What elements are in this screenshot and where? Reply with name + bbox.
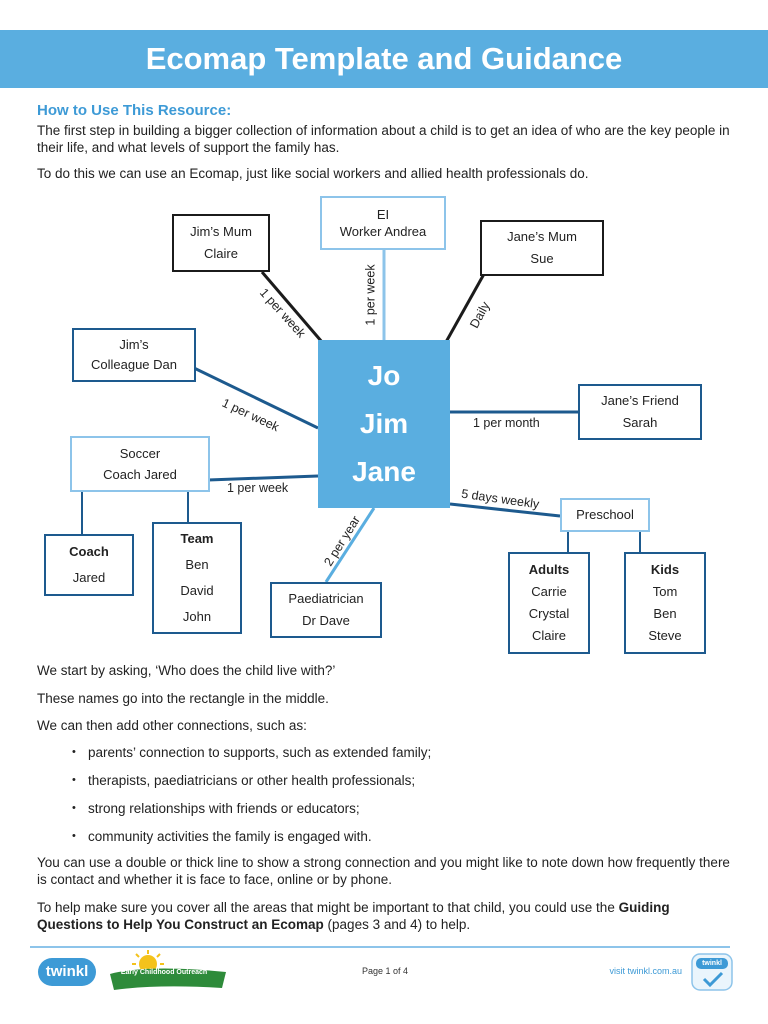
node-preschool-label: Preschool	[576, 507, 634, 522]
node-janes-friend-line2: Sarah	[622, 415, 658, 430]
node-kids-name-1: Tom	[652, 584, 678, 599]
connector-preschool	[449, 502, 561, 518]
node-adults-name-1: Carrie	[531, 584, 567, 599]
body-paragraph-5: To help make sure you cover all the area…	[37, 899, 737, 933]
body-paragraph-1: We start by asking, ‘Who does the child …	[37, 663, 336, 678]
node-ei-worker-line1: EI	[376, 207, 390, 222]
body-paragraph-5-end: (pages 3 and 4) to help.	[323, 917, 471, 932]
quality-badge-text: twinkl	[702, 960, 722, 967]
node-preschool: Preschool	[560, 498, 650, 532]
connector-jims-mum	[260, 271, 324, 343]
node-ei-worker: EI Worker Andrea	[320, 196, 446, 250]
list-item: strong relationships with friends or edu…	[70, 800, 730, 828]
center-name-3: Jane	[352, 456, 416, 487]
node-team-heading: Team	[180, 531, 214, 546]
footer-divider	[30, 946, 730, 948]
node-coach-name: Jared	[72, 570, 106, 585]
connector-soccer-coach	[207, 474, 319, 482]
node-jims-mum-line2: Claire	[204, 246, 238, 261]
body-paragraph-4: You can use a double or thick line to sh…	[37, 855, 730, 887]
node-kids-heading: Kids	[650, 562, 680, 577]
list-item: therapists, paediatricians or other heal…	[70, 772, 730, 800]
list-item: community activities the family is engag…	[70, 828, 730, 856]
label-soccer-coach-frequency: 1 per week	[227, 481, 289, 495]
twinkl-logo: twinkl	[38, 958, 96, 986]
node-team-name-3: John	[182, 609, 212, 624]
title-banner: Ecomap Template and Guidance	[0, 30, 768, 88]
connector-janes-mum	[444, 273, 486, 343]
website-link[interactable]: visit twinkl.com.au	[609, 966, 682, 976]
center-name-2: Jim	[359, 408, 409, 439]
body-paragraph-3: We can then add other connections, such …	[37, 718, 307, 733]
node-janes-mum-line2: Sue	[530, 251, 554, 266]
quality-badge-icon: twinkl	[690, 952, 734, 992]
list-item: parents’ connection to supports, such as…	[70, 744, 730, 772]
node-adults-name-2: Crystal	[528, 606, 570, 621]
node-soccer-coach: Soccer Coach Jared	[70, 436, 210, 492]
page-number: Page 1 of 4	[361, 966, 409, 976]
connector-paediatrician	[324, 507, 376, 583]
ecomap-connectors	[81, 250, 641, 583]
node-team-name-2: David	[180, 583, 214, 598]
node-team: Team Ben David John	[152, 522, 242, 634]
node-team-name-1: Ben	[185, 557, 209, 572]
node-jims-mum-line1: Jim’s Mum	[190, 224, 252, 239]
node-jims-colleague-line1: Jim’s	[119, 337, 149, 352]
label-ei-worker-frequency: 1 per week	[363, 264, 378, 326]
node-adults: Adults Carrie Crystal Claire	[508, 552, 590, 654]
node-jims-mum: Jim’s Mum Claire	[172, 214, 270, 272]
body-paragraph-2: These names go into the rectangle in the…	[37, 691, 329, 706]
early-childhood-outreach-logo	[110, 950, 226, 990]
connection-list: parents’ connection to supports, such as…	[70, 744, 730, 856]
quality-badge-shape	[691, 953, 733, 991]
section-heading: How to Use This Resource:	[37, 102, 232, 119]
node-paediatrician-line2: Dr Dave	[302, 613, 350, 628]
node-janes-mum: Jane’s Mum Sue	[480, 220, 604, 276]
node-paediatrician: Paediatrician Dr Dave	[270, 582, 382, 638]
node-paediatrician-line1: Paediatrician	[288, 591, 364, 606]
ecomap-diagram: Jim’s Mum Claire EI Worker Andrea Jane’s…	[0, 190, 768, 660]
intro-paragraph-1: The first step in building a bigger coll…	[37, 123, 730, 155]
intro-paragraph-2: To do this we can use an Ecomap, just li…	[37, 166, 589, 181]
node-kids-name-2: Ben	[653, 606, 677, 621]
node-ei-worker-line2: Worker Andrea	[339, 224, 427, 239]
body-paragraph-5-start: To help make sure you cover all the area…	[37, 900, 619, 915]
node-soccer-coach-line1: Soccer	[119, 446, 161, 461]
node-janes-friend-line1: Jane’s Friend	[601, 393, 679, 408]
node-jims-colleague-line2: Colleague Dan	[90, 357, 177, 372]
node-kids: Kids Tom Ben Steve	[624, 552, 706, 654]
node-jims-colleague: Jim’s Colleague Dan	[72, 328, 196, 382]
node-adults-name-3: Claire	[532, 628, 566, 643]
node-coach: Coach Jared	[44, 534, 134, 596]
center-household-box: Jo Jim Jane	[318, 340, 450, 508]
page-title: Ecomap Template and Guidance	[145, 41, 623, 76]
connector-jims-colleague	[193, 366, 319, 430]
eco-logo-text: Early Childhood Outreach	[120, 969, 208, 976]
node-janes-mum-line1: Jane’s Mum	[507, 229, 577, 244]
center-name-1: Jo	[367, 360, 401, 391]
label-janes-friend-frequency: 1 per month	[473, 416, 540, 430]
node-adults-heading: Adults	[528, 562, 570, 577]
node-coach-heading: Coach	[69, 544, 109, 559]
node-janes-friend: Jane’s Friend Sarah	[578, 384, 702, 440]
node-kids-name-3: Steve	[648, 628, 682, 643]
node-soccer-coach-line2: Coach Jared	[103, 467, 177, 482]
guiding-questions-reference: Guiding Questions to Help You Construct …	[37, 900, 670, 932]
